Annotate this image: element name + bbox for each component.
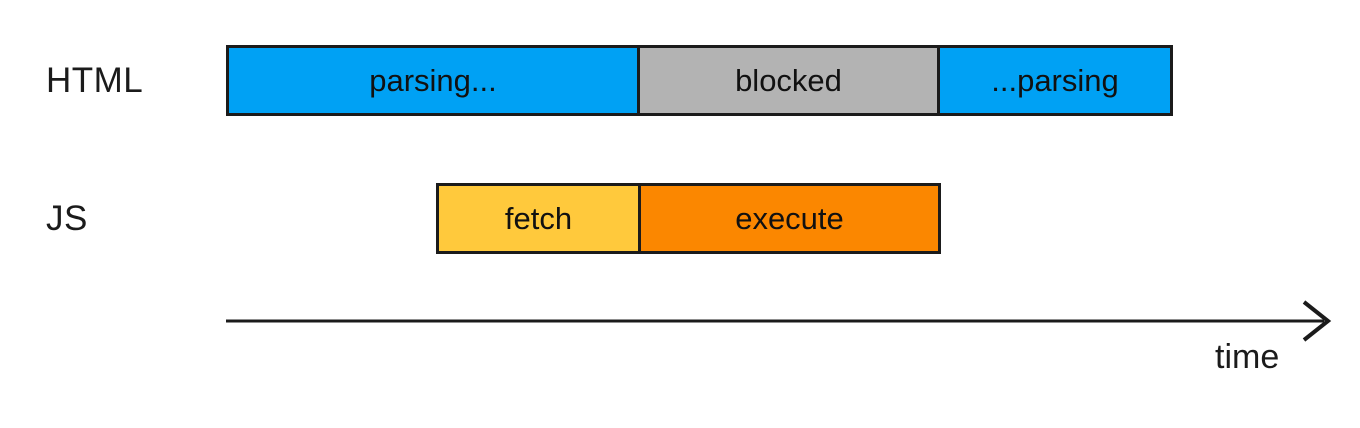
bar-segment-blocked: blocked xyxy=(637,45,940,116)
html-bar-row: parsing... blocked ...parsing xyxy=(226,45,1173,116)
time-axis-arrow-icon xyxy=(226,300,1332,342)
bar-segment-parsing-start: parsing... xyxy=(226,45,640,116)
row-label-html: HTML xyxy=(46,60,144,100)
bar-segment-parsing-end: ...parsing xyxy=(937,45,1173,116)
bar-segment-execute: execute xyxy=(638,183,941,254)
bar-segment-fetch: fetch xyxy=(436,183,641,254)
axis-label-time: time xyxy=(1215,338,1280,376)
row-label-js: JS xyxy=(46,198,88,238)
js-bar-row: fetch execute xyxy=(436,183,941,254)
